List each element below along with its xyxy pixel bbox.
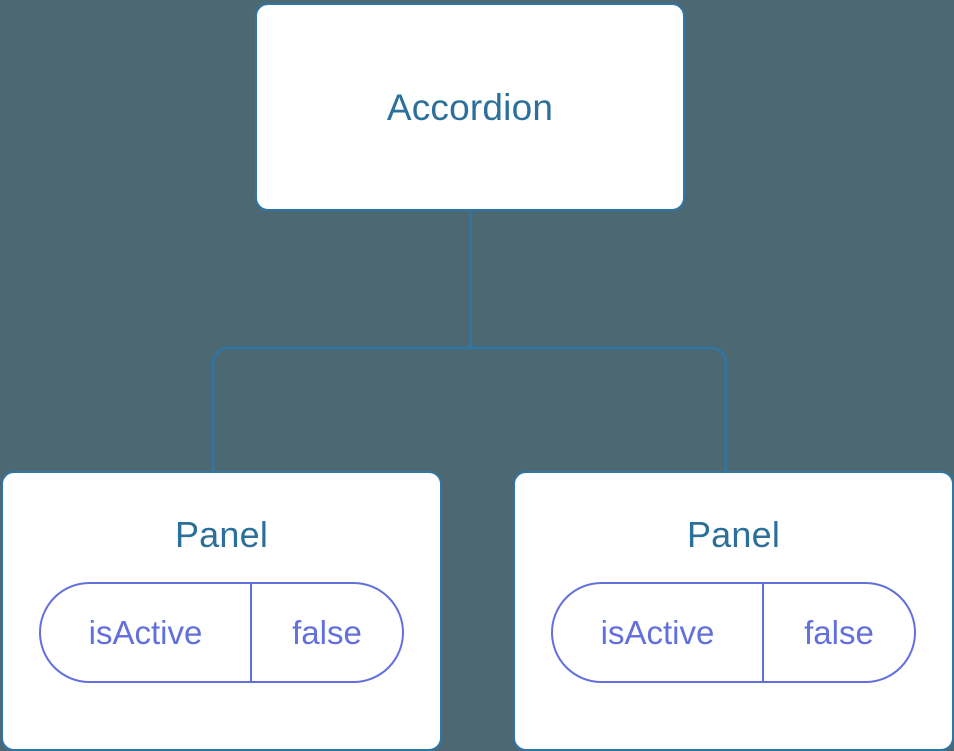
state-value: false xyxy=(292,614,362,651)
node-accordion[interactable]: Accordion xyxy=(255,3,685,211)
node-title: Accordion xyxy=(386,86,554,128)
node-title: Panel xyxy=(686,514,781,555)
diagram-canvas: Accordion Panel isActive false Panel isA… xyxy=(1,3,954,751)
node-panel-2[interactable]: Panel isActive false xyxy=(513,471,954,751)
state-key: isActive xyxy=(41,584,252,681)
state-value: false xyxy=(804,614,874,651)
state-pill[interactable]: isActive false xyxy=(39,582,404,683)
edge-branch-left xyxy=(211,346,471,472)
state-key: isActive xyxy=(553,584,764,681)
node-title: Panel xyxy=(174,514,269,555)
state-pill[interactable]: isActive false xyxy=(551,582,916,683)
node-panel-1[interactable]: Panel isActive false xyxy=(1,471,442,751)
edge-branch-right xyxy=(470,346,728,472)
